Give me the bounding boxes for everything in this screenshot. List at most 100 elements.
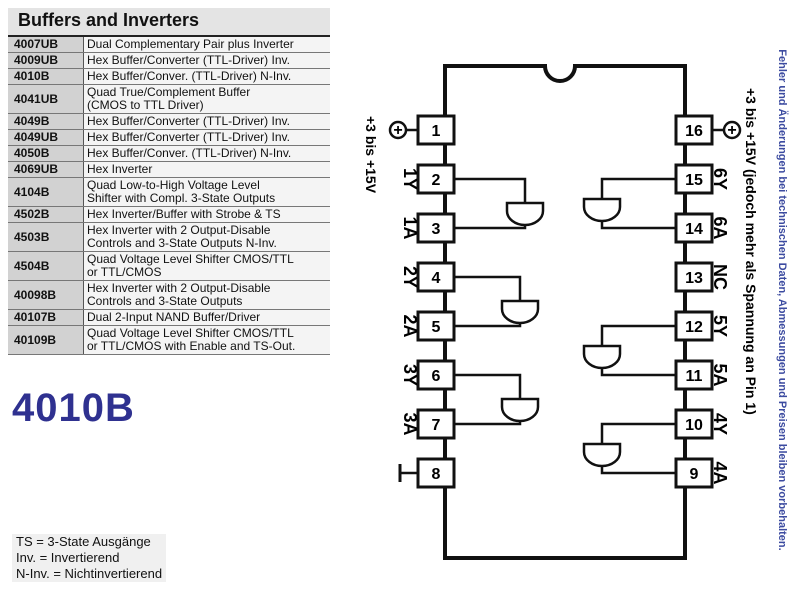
description-line: Quad True/Complement Buffer [87, 85, 251, 99]
description-line: Dual Complementary Pair plus Inverter [87, 37, 294, 51]
gate-6 [582, 177, 676, 230]
part-number-title: 4010B [12, 386, 135, 430]
pin-box [674, 359, 714, 391]
description-line: Controls and 3-State Outputs N-Inv. [87, 236, 277, 250]
description-line: Hex Buffer/Conver. (TTL-Driver) N-Inv. [87, 69, 292, 83]
part-description: Dual Complementary Pair plus Inverter [83, 37, 330, 53]
buffer-gate-icon [582, 442, 622, 468]
part-description: Hex Buffer/Converter (TTL-Driver) Inv. [83, 52, 330, 69]
pin-box [674, 261, 714, 293]
pin-number: 15 [685, 172, 703, 189]
part-code: 4504B [8, 251, 84, 281]
left-pin-7: 7 [416, 408, 456, 440]
pin-box [416, 212, 456, 244]
plus-icon: + [393, 122, 402, 139]
description-line: or TTL/CMOS with Enable and TS-Out. [87, 339, 296, 353]
part-code: 4009UB [8, 52, 84, 69]
pin-number: 3 [432, 221, 441, 238]
description-line: (CMOS to TTL Driver) [87, 98, 204, 112]
description-line: Hex Buffer/Conver. (TTL-Driver) N-Inv. [87, 146, 292, 160]
pin-number: 8 [432, 466, 441, 483]
right-supply-label: +3 bis +15V (jedoch mehr als Spannung an… [743, 88, 759, 415]
part-code: 4069UB [8, 161, 84, 178]
output-wire [600, 324, 676, 346]
input-wire [454, 421, 522, 426]
description-line: Quad Voltage Level Shifter CMOS/TTL [87, 252, 294, 266]
description-line: Hex Buffer/Converter (TTL-Driver) Inv. [87, 114, 290, 128]
part-code: 4049UB [8, 129, 84, 146]
pin-label: NC [710, 264, 730, 290]
pin-number: 2 [432, 172, 441, 189]
plus-circle-icon [722, 120, 742, 140]
part-description: Hex Buffer/Converter (TTL-Driver) Inv. [83, 113, 330, 130]
description-line: or TTL/CMOS [87, 265, 162, 279]
input-wire [454, 323, 522, 328]
description-line: Hex Inverter/Buffer with Strobe & TS [87, 207, 281, 221]
pin-number: 12 [685, 319, 703, 336]
ground-symbol-icon [398, 464, 418, 482]
pin-number: 11 [686, 368, 703, 385]
gate-1 [454, 177, 545, 230]
pin-number: 1 [432, 123, 441, 140]
description-line: Quad Voltage Level Shifter CMOS/TTL [87, 326, 294, 340]
output-wire [454, 275, 522, 301]
pin-number: 13 [685, 270, 703, 287]
buffer-gate-icon [582, 344, 622, 370]
pin-number: 7 [432, 417, 441, 434]
pin-number: 10 [685, 417, 703, 434]
legend: TS = 3-State Ausgänge Inv. = Invertieren… [12, 534, 167, 582]
description-line: Hex Inverter with 2 Output-Disable [87, 223, 271, 237]
plus-circle-icon [388, 120, 408, 140]
ic-package-outline [443, 64, 687, 560]
description-line: Shifter with Compl. 3-State Outputs [87, 191, 276, 205]
pin-box [674, 310, 714, 342]
left-supply-label: +3 bis +15V [363, 116, 379, 194]
buffer-gate-icon [505, 201, 545, 227]
right-pin-12: 12 [674, 310, 714, 342]
right-pin-11: 11 [674, 359, 714, 391]
output-wire [600, 422, 676, 444]
buffer-gate-icon [500, 299, 540, 325]
pin-number: 16 [685, 123, 703, 140]
pin-label: 2Y [400, 266, 420, 288]
pin-number: 14 [685, 221, 703, 238]
input-wire [454, 225, 527, 230]
plus-icon: + [727, 122, 736, 139]
pin-box [416, 163, 456, 195]
left-supply-symbol: + [388, 120, 418, 140]
left-pin-3: 3 [416, 212, 456, 244]
part-code: 40107B [8, 309, 84, 326]
part-description: Quad True/Complement Buffer(CMOS to TTL … [83, 84, 330, 114]
pin-label: 3A [400, 412, 420, 435]
gate-4 [582, 422, 676, 475]
pin-label: 1Y [400, 168, 420, 190]
part-code: 40098B [8, 280, 84, 310]
pin-label: 6A [710, 216, 730, 239]
left-pin-5: 5 [416, 310, 456, 342]
part-description: Hex Buffer/Conver. (TTL-Driver) N-Inv. [83, 68, 330, 85]
part-code: 4010B [8, 68, 84, 85]
pin-label: 5A [710, 363, 730, 386]
description-line: Quad Low-to-High Voltage Level [87, 178, 260, 192]
input-wire [600, 466, 676, 475]
part-description: Hex Buffer/Conver. (TTL-Driver) N-Inv. [83, 145, 330, 162]
part-code: 4502B [8, 206, 84, 223]
pin-label: 3Y [400, 364, 420, 386]
description-line: Hex Inverter [87, 162, 153, 176]
right-pin-9: 9 [674, 457, 714, 489]
legend-line-inv: Inv. = Invertierend [16, 550, 120, 565]
